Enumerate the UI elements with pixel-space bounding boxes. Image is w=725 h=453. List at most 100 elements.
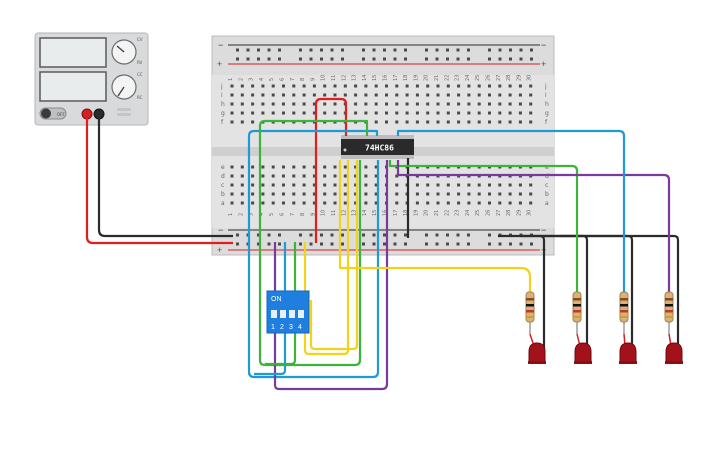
dip-toggle-4[interactable] xyxy=(298,304,304,318)
bottom-rail-plus-hole[interactable] xyxy=(299,242,302,246)
terminal-hole[interactable] xyxy=(457,120,461,124)
current-knob-icon[interactable] xyxy=(111,74,137,100)
terminal-hole[interactable] xyxy=(312,192,316,196)
terminal-hole[interactable] xyxy=(364,102,368,106)
terminal-hole[interactable] xyxy=(354,93,358,97)
green-switch-wire[interactable] xyxy=(265,242,297,366)
terminal-hole[interactable] xyxy=(529,120,533,124)
led-icon[interactable] xyxy=(665,342,683,364)
terminal-hole[interactable] xyxy=(323,165,327,169)
bottom-rail-minus-hole[interactable] xyxy=(267,233,271,237)
blue-switch-wire[interactable] xyxy=(254,242,287,376)
terminal-hole[interactable] xyxy=(529,84,533,88)
terminal-hole[interactable] xyxy=(323,111,327,115)
terminal-hole[interactable] xyxy=(261,93,265,97)
terminal-hole[interactable] xyxy=(498,111,502,115)
terminal-hole[interactable] xyxy=(323,84,327,88)
terminal-hole[interactable] xyxy=(333,201,337,205)
top-rail-plus-hole[interactable] xyxy=(320,57,323,61)
terminal-hole[interactable] xyxy=(498,183,502,187)
terminal-hole[interactable] xyxy=(529,201,533,205)
bottom-rail-plus-hole[interactable] xyxy=(372,242,376,246)
terminal-hole[interactable] xyxy=(518,192,522,196)
terminal-hole[interactable] xyxy=(415,183,419,187)
terminal-hole[interactable] xyxy=(498,201,502,205)
terminal-hole[interactable] xyxy=(508,111,512,115)
led4-gnd-wire[interactable] xyxy=(560,234,680,350)
led-icon[interactable] xyxy=(528,342,546,364)
voltage-knob-icon[interactable] xyxy=(111,39,137,65)
terminal-hole[interactable] xyxy=(374,174,378,178)
terminal-hole[interactable] xyxy=(385,93,388,97)
terminal-hole[interactable] xyxy=(240,174,244,178)
terminal-hole[interactable] xyxy=(426,201,430,205)
terminal-hole[interactable] xyxy=(354,165,358,169)
terminal-hole[interactable] xyxy=(292,192,296,196)
terminal-hole[interactable] xyxy=(364,174,368,178)
psu-negative-wire[interactable] xyxy=(97,118,233,238)
bottom-rail-plus-hole[interactable] xyxy=(467,242,470,246)
terminal-hole[interactable] xyxy=(488,192,491,196)
terminal-hole[interactable] xyxy=(498,192,502,196)
terminal-hole[interactable] xyxy=(415,201,419,205)
terminal-hole[interactable] xyxy=(529,192,533,196)
terminal-hole[interactable] xyxy=(457,183,461,187)
bottom-rail-plus-hole[interactable] xyxy=(341,242,344,246)
terminal-hole[interactable] xyxy=(251,102,255,106)
terminal-hole[interactable] xyxy=(415,93,419,97)
terminal-hole[interactable] xyxy=(333,174,337,178)
terminal-hole[interactable] xyxy=(518,111,522,115)
terminal-hole[interactable] xyxy=(488,102,491,106)
top-rail-plus-hole[interactable] xyxy=(509,57,512,61)
terminal-hole[interactable] xyxy=(251,183,255,187)
bottom-rail-plus-hole[interactable] xyxy=(509,242,512,246)
terminal-hole[interactable] xyxy=(240,165,244,169)
terminal-hole[interactable] xyxy=(467,93,471,97)
terminal-hole[interactable] xyxy=(415,111,419,115)
terminal-hole[interactable] xyxy=(251,165,255,169)
terminal-hole[interactable] xyxy=(436,102,440,106)
terminal-hole[interactable] xyxy=(302,84,306,88)
terminal-hole[interactable] xyxy=(395,111,399,115)
terminal-hole[interactable] xyxy=(354,192,358,196)
terminal-hole[interactable] xyxy=(282,111,285,115)
terminal-hole[interactable] xyxy=(374,201,378,205)
terminal-hole[interactable] xyxy=(426,183,430,187)
terminal-hole[interactable] xyxy=(426,111,430,115)
top-rail-plus-hole[interactable] xyxy=(246,57,250,61)
terminal-hole[interactable] xyxy=(282,93,285,97)
terminal-hole[interactable] xyxy=(446,120,450,124)
terminal-hole[interactable] xyxy=(508,102,512,106)
terminal-hole[interactable] xyxy=(271,174,275,178)
terminal-hole[interactable] xyxy=(343,183,347,187)
yellow-loop-wire[interactable] xyxy=(303,160,350,356)
terminal-hole[interactable] xyxy=(271,102,275,106)
terminal-hole[interactable] xyxy=(343,93,347,97)
terminal-hole[interactable] xyxy=(436,93,440,97)
top-rail-minus-hole[interactable] xyxy=(393,48,397,52)
bottom-rail-plus-hole[interactable] xyxy=(498,242,502,246)
terminal-hole[interactable] xyxy=(282,183,285,187)
terminal-hole[interactable] xyxy=(518,201,522,205)
terminal-hole[interactable] xyxy=(323,93,327,97)
terminal-hole[interactable] xyxy=(323,183,327,187)
bottom-rail-plus-hole[interactable] xyxy=(425,242,428,246)
top-rail-plus-hole[interactable] xyxy=(393,57,397,61)
bottom-rail-plus-hole[interactable] xyxy=(530,242,533,246)
top-rail-minus-hole[interactable] xyxy=(488,48,491,52)
terminal-hole[interactable] xyxy=(457,93,461,97)
terminal-hole[interactable] xyxy=(426,102,430,106)
terminal-hole[interactable] xyxy=(395,201,399,205)
terminal-hole[interactable] xyxy=(467,111,471,115)
dip-toggle-3[interactable] xyxy=(289,304,295,318)
terminal-hole[interactable] xyxy=(261,84,265,88)
terminal-hole[interactable] xyxy=(292,84,296,88)
terminal-hole[interactable] xyxy=(385,102,388,106)
terminal-hole[interactable] xyxy=(230,201,234,205)
terminal-hole[interactable] xyxy=(230,93,234,97)
terminal-hole[interactable] xyxy=(302,201,306,205)
top-rail-minus-hole[interactable] xyxy=(236,48,239,52)
bottom-rail-plus-hole[interactable] xyxy=(488,242,491,246)
terminal-hole[interactable] xyxy=(395,102,399,106)
terminal-hole[interactable] xyxy=(251,93,255,97)
